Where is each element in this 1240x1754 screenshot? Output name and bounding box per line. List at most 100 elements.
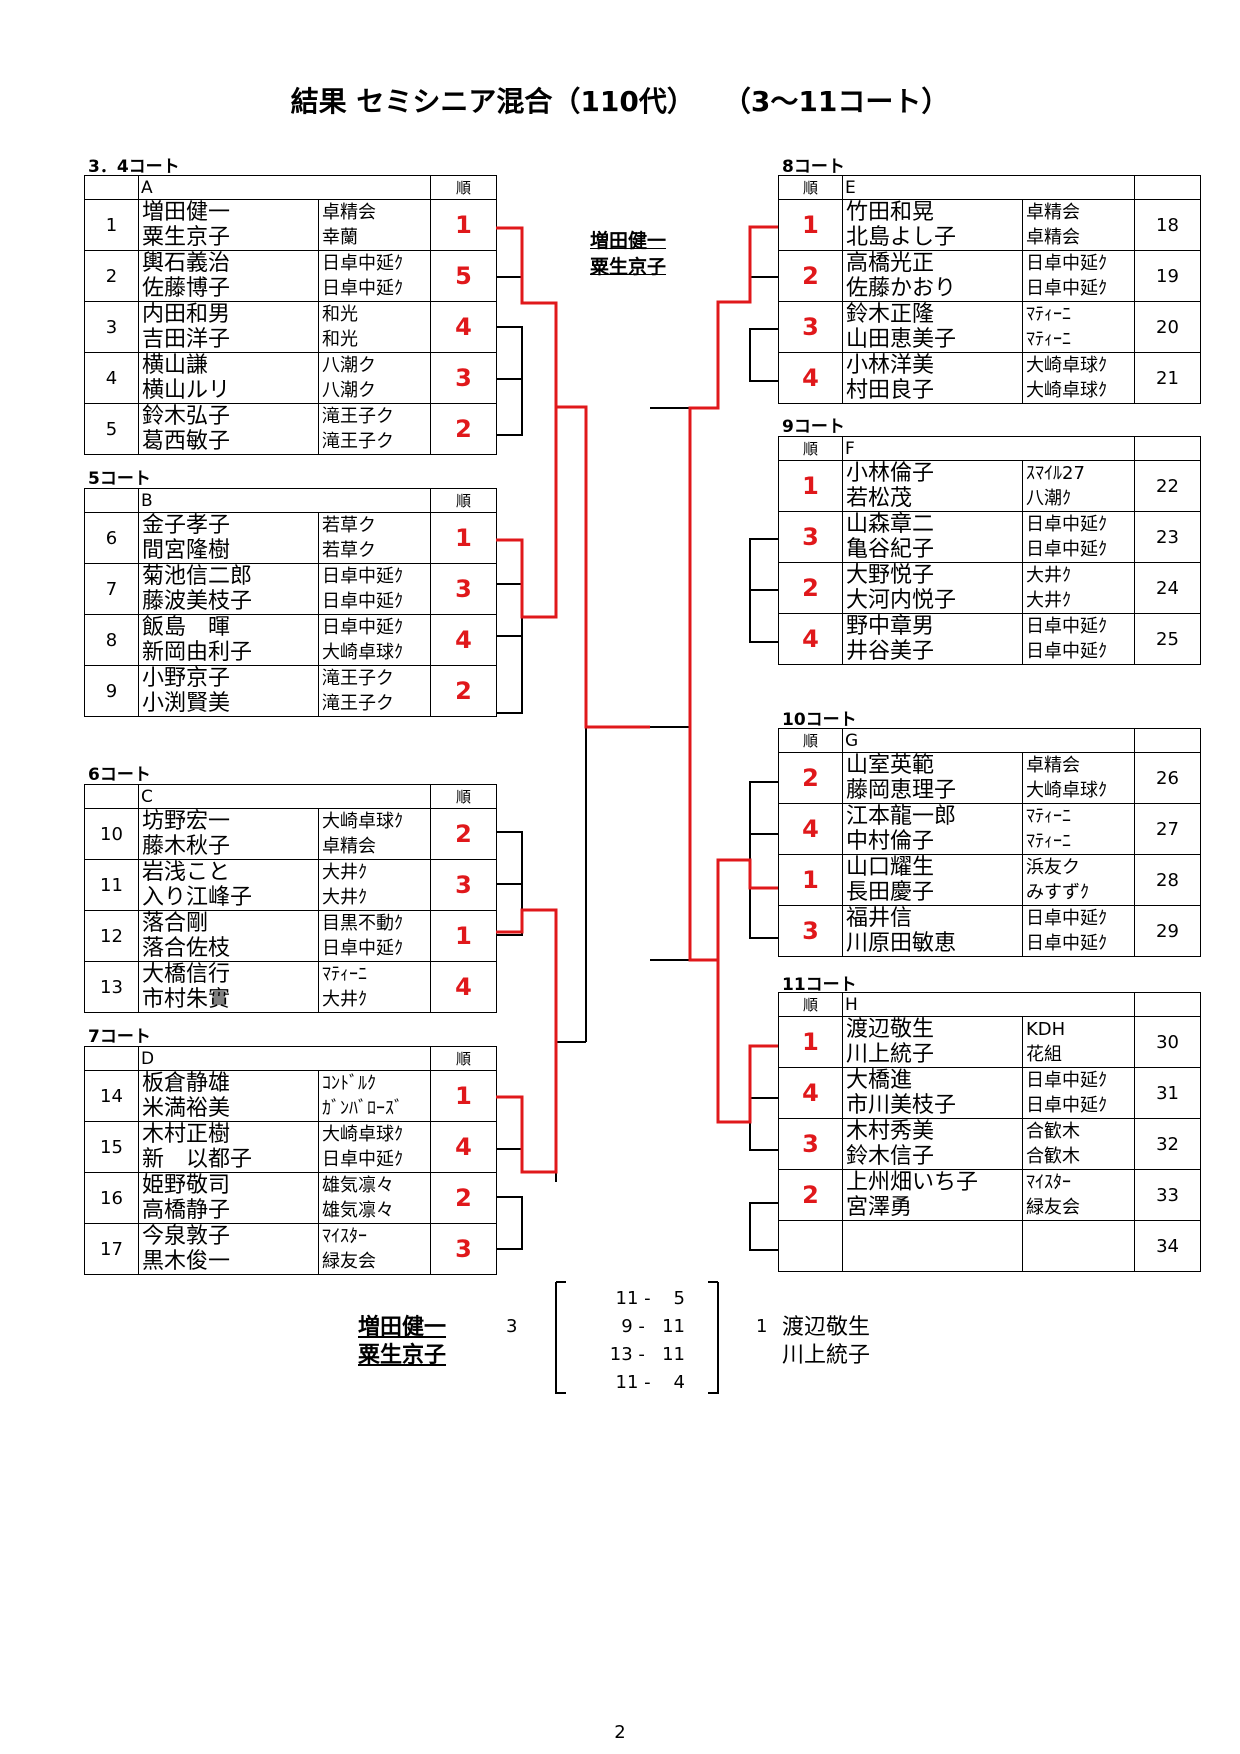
player-names: 大野悦子大河内悦子: [842, 562, 1023, 614]
group-label: B: [137, 488, 432, 513]
player-name: 山口耀生: [846, 855, 935, 881]
player-name: 若松茂: [846, 486, 913, 511]
club-name: ﾏﾃｨｰﾆ: [1026, 806, 1071, 827]
club-name: 日卓中延ｸ: [1026, 278, 1107, 299]
player-names: 鈴木弘子葛西敏子: [138, 403, 319, 455]
group-rank: 4: [430, 1121, 497, 1173]
rank-header: 順: [430, 488, 498, 513]
club-name: 緑友会: [322, 1251, 376, 1272]
player-names: 菊池信二郎藤波美枝子: [138, 563, 319, 615]
club-names: 日卓中延ｸ日卓中延ｸ: [317, 563, 432, 615]
player-names: 高橋光正佐藤かおり: [842, 250, 1023, 302]
club-name: KDH: [1026, 1019, 1066, 1040]
club-name: 日卓中延ｸ: [1026, 908, 1107, 929]
entry-number: 20: [1134, 301, 1201, 353]
final-left-pair: 増田健一 粟生京子: [358, 1314, 446, 1370]
player-name: 上州畑いち子: [846, 1170, 979, 1196]
entry-number: 29: [1134, 905, 1201, 957]
club-name: 日卓中延ｸ: [322, 253, 403, 274]
group-rank: 3: [778, 905, 843, 957]
club-name: 大崎卓球ｸ: [322, 642, 403, 663]
player-name: 村田良子: [846, 378, 935, 403]
group-rank: 1: [778, 854, 843, 906]
club-name: 大崎卓球ｸ: [1026, 355, 1107, 376]
club-name: ｶﾞﾝﾊﾞﾛｰｽﾞ: [322, 1098, 403, 1119]
club-names: 滝王子ク滝王子ク: [317, 403, 432, 455]
club-names: 滝王子ク滝王子ク: [317, 665, 432, 717]
winner-name: 粟生京子: [590, 256, 667, 278]
player-name: 大野悦子: [846, 563, 935, 589]
player-name: 横山謙: [142, 353, 209, 379]
group-rank: 2: [778, 752, 843, 804]
player-name: 横山ルリ: [142, 378, 231, 403]
bracket-red-lines: [496, 225, 778, 1174]
player-names: 福井信川原田敏恵: [842, 905, 1023, 957]
club-name: 合歓木: [1026, 1121, 1080, 1142]
group-rank: 4: [430, 614, 498, 666]
club-name: 卓精会: [1026, 227, 1080, 248]
club-names: 大崎卓球ｸ卓精会: [318, 808, 431, 860]
group-rank: 2: [778, 1169, 843, 1221]
club-name: 滝王子ク: [322, 431, 394, 452]
entry-number: 13: [84, 961, 139, 1013]
club-name: 大崎卓球ｸ: [322, 811, 403, 832]
player-name: 小野京子: [142, 666, 231, 692]
group-rank: 4: [430, 301, 498, 353]
player-name: 小渕賢美: [142, 691, 231, 716]
club-names: 日卓中延ｸ日卓中延ｸ: [1022, 613, 1135, 665]
court-label-b: 5コート: [88, 469, 151, 489]
entry-number: 2: [84, 250, 139, 302]
group-label: F: [842, 436, 1135, 461]
club-name: 日卓中延ｸ: [322, 938, 403, 959]
bracket-winner: 増田健一 粟生京子: [590, 228, 666, 280]
club-names: 日卓中延ｸ日卓中延ｸ: [1021, 1067, 1136, 1119]
player-name: 川原田敏恵: [846, 931, 957, 956]
game-score: 13 - 11: [609, 1344, 685, 1365]
player-name: 坊野宏一: [142, 809, 231, 835]
club-names: 卓精会幸蘭: [317, 199, 432, 251]
player-names: 鈴木正隆山田恵美子: [842, 301, 1023, 353]
winner-name: 増田健一: [590, 230, 667, 252]
group-rank: 1: [430, 512, 498, 564]
club-name: 滝王子ク: [322, 668, 394, 689]
club-name: ﾏｲｽﾀｰ: [1026, 1172, 1071, 1193]
club-name: 和光: [322, 329, 358, 350]
club-names: 合歓木合歓木: [1021, 1118, 1136, 1170]
entry-number: 30: [1134, 1016, 1202, 1068]
entry-number: 28: [1134, 854, 1201, 906]
player-name: 木村正樹: [142, 1122, 231, 1148]
page-title: 結果 セミシニア混合（110代） （3～11コート）: [290, 85, 950, 118]
player-name: 大河内悦子: [846, 588, 957, 613]
player-name: 菊池信二郎: [142, 564, 253, 590]
entry-number: 27: [1134, 803, 1201, 855]
group-rank: 1: [778, 1016, 843, 1068]
group-rank: 2: [430, 808, 497, 860]
player-name: 川上統子: [846, 1042, 935, 1067]
group-rank: 3: [778, 1118, 843, 1170]
group-rank: 2: [778, 250, 843, 302]
player-name: 落合佐枝: [142, 936, 231, 961]
club-name: 卓精会: [1026, 202, 1080, 223]
club-name: 日卓中延ｸ: [1026, 933, 1107, 954]
club-name: 日卓中延ｸ: [1026, 1095, 1107, 1116]
club-name: ﾏﾃｨｰﾆ: [1026, 304, 1071, 325]
player-names: 野中章男井谷美子: [842, 613, 1023, 665]
club-name: ﾏｲｽﾀｰ: [322, 1226, 367, 1247]
court-label-g: 10コート: [782, 710, 857, 730]
group-label: A: [137, 175, 432, 200]
player-name: 黒木俊一: [142, 1249, 231, 1274]
club-names: [1021, 1220, 1136, 1272]
court-label-a: 3．4コート: [88, 157, 180, 177]
player-names: 小林倫子若松茂: [842, 460, 1023, 512]
player-name: 増田健一: [142, 200, 231, 226]
